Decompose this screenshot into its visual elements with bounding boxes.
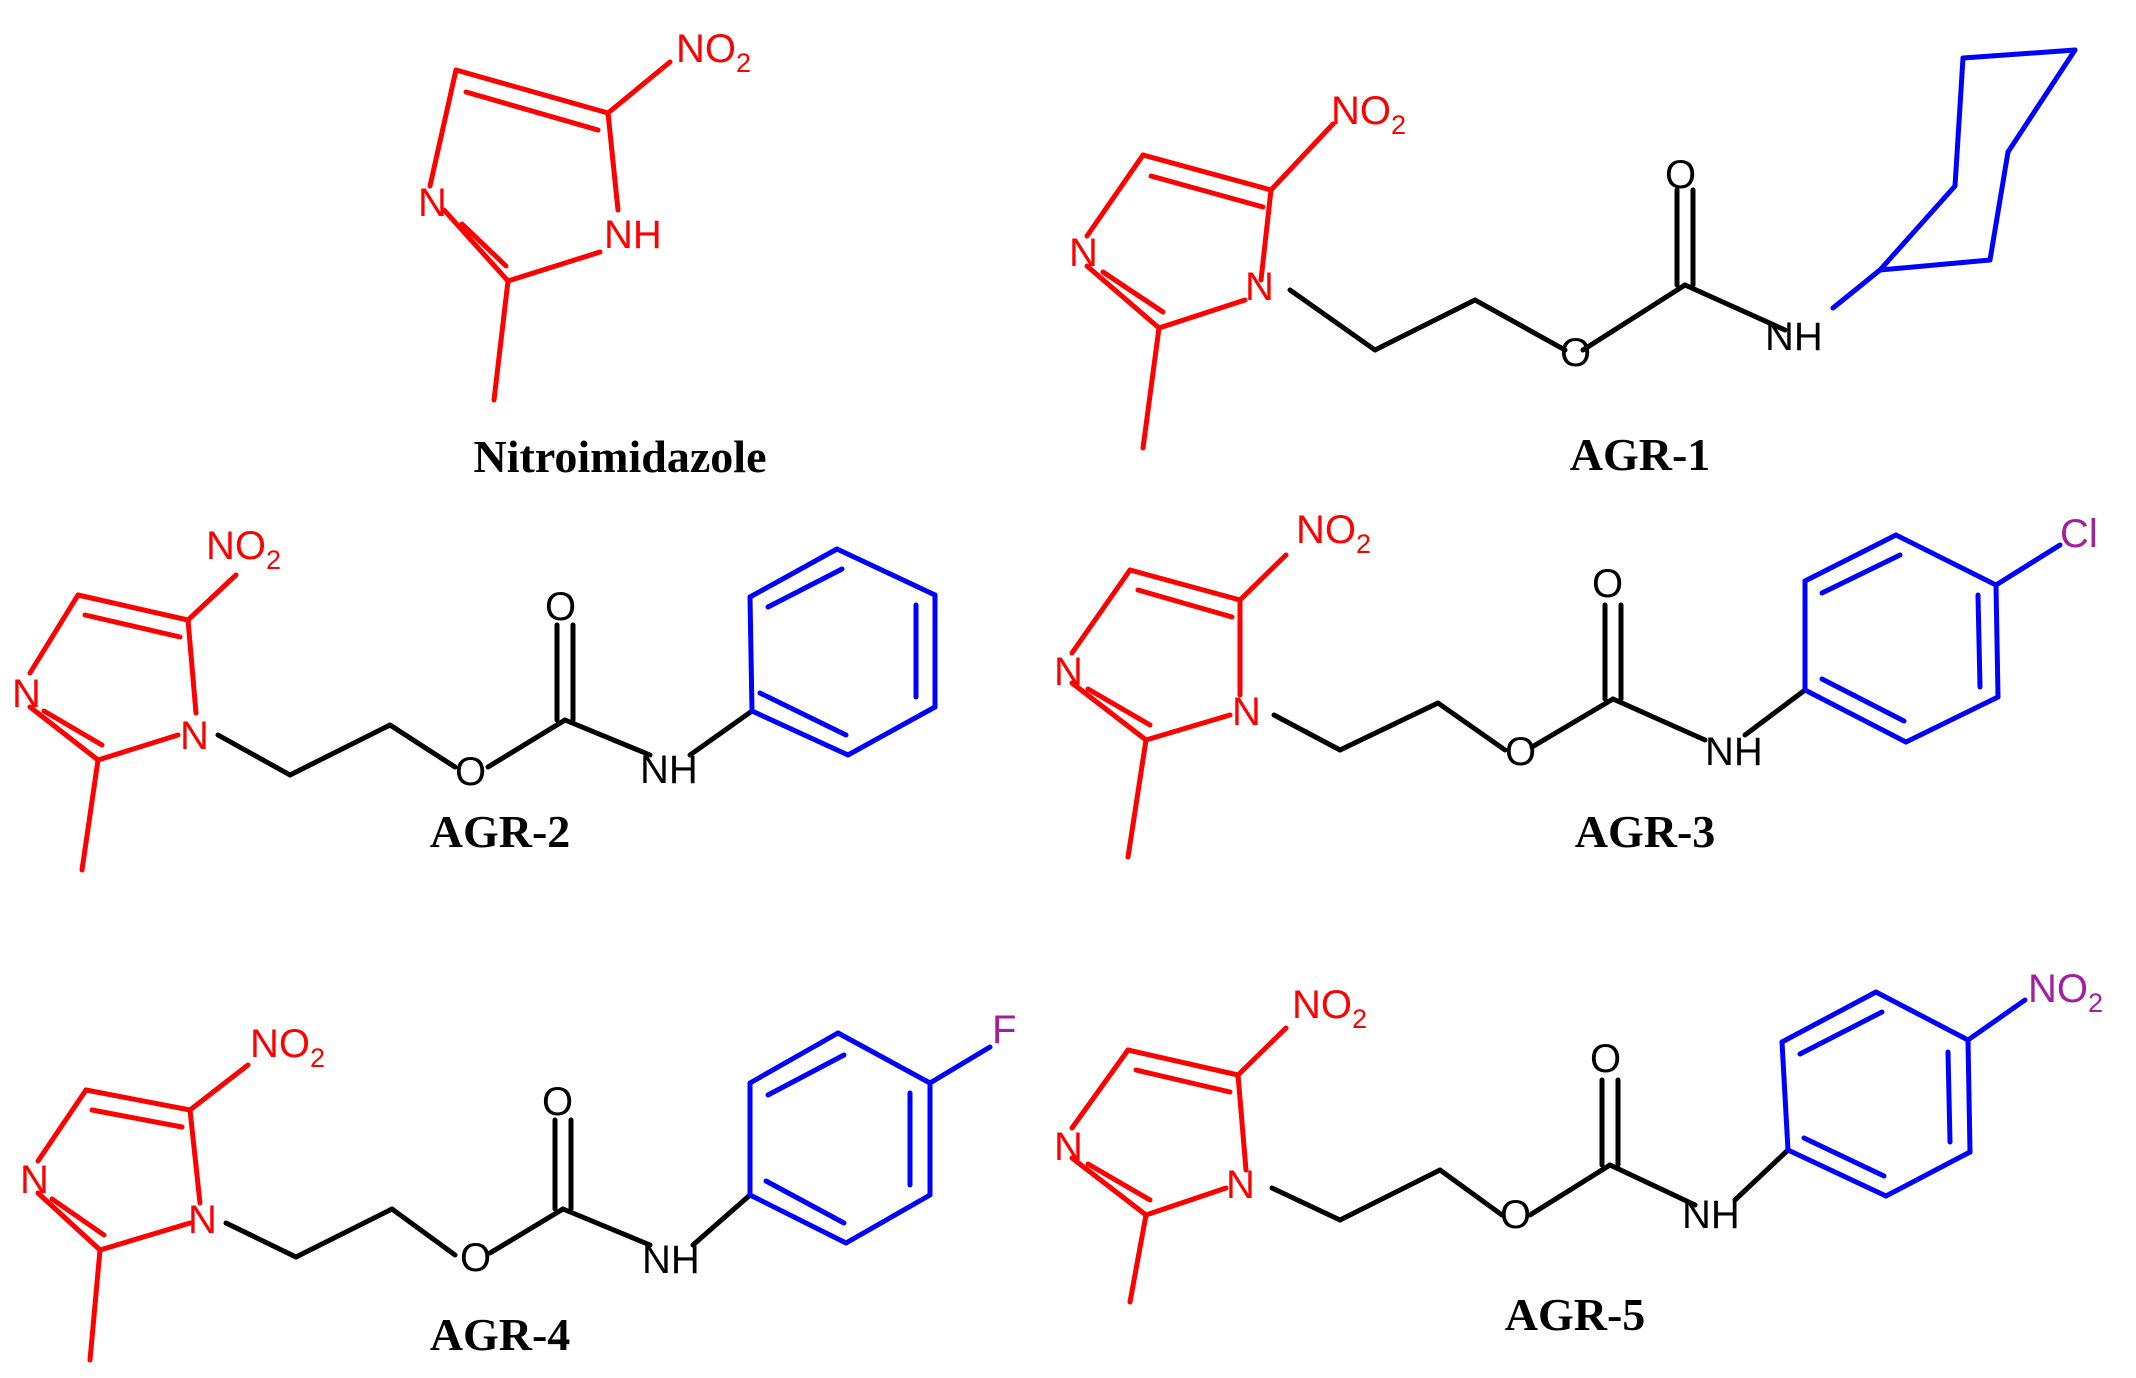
agr2-structure: NO2 N N O O NH AGR-2	[12, 524, 938, 873]
aryl-nitro-label: NO2	[2028, 967, 2103, 1018]
imidazole-ring-bonds	[427, 59, 673, 403]
imidazole-ring-bonds	[27, 572, 239, 873]
nitroimidazole-structure: NO2 N NH Nitroimidazole	[418, 27, 766, 482]
nitro-group-label: NO2	[250, 1022, 325, 1073]
nitro-group-label: NO2	[676, 27, 751, 78]
carbonyl-oxygen-label: O	[542, 1080, 573, 1124]
imidazole-ring-bonds	[1069, 552, 1289, 860]
agr4-structure: NO2 N N O O NH F AGR-4	[20, 1008, 1016, 1363]
ring-n1-label: N	[1226, 1163, 1255, 1207]
fluorine-label: F	[992, 1008, 1016, 1052]
ring-n1-label: N	[180, 714, 209, 758]
nitrophenyl-ring-bonds	[1779, 989, 2028, 1199]
caption-agr-4: AGR-4	[430, 1309, 571, 1360]
ring-nitrogen-label: N	[20, 1158, 49, 1202]
ring-n1-label: N	[1245, 265, 1274, 309]
amide-nh-label: NH	[1705, 730, 1763, 774]
ring-n1-label: N	[188, 1198, 217, 1242]
ester-oxygen-label: O	[1505, 730, 1536, 774]
agr3-structure: NO2 N N O O NH Cl AGR-3	[1054, 508, 2098, 860]
agr1-structure: NO2 N N O O NH AGR-1	[1069, 47, 2078, 480]
ring-nitrogen-label: N	[418, 181, 447, 225]
ring-nitrogen-label: N	[1054, 650, 1083, 694]
caption-agr-5: AGR-5	[1505, 1289, 1646, 1340]
ring-nitrogen-label: N	[1069, 231, 1098, 275]
caption-agr-3: AGR-3	[1575, 806, 1716, 857]
amide-nh-label: NH	[642, 1238, 700, 1282]
nitro-group-label: NO2	[1292, 983, 1367, 1034]
fluorophenyl-ring-bonds	[747, 1030, 993, 1246]
imidazole-ring-bonds	[1084, 121, 1336, 451]
carbonyl-oxygen-label: O	[545, 585, 576, 629]
nitro-group-label: NO2	[1296, 508, 1371, 559]
carbonyl-oxygen-label: O	[1592, 562, 1623, 606]
imidazole-ring-bonds	[1069, 1025, 1289, 1305]
nitro-group-label: NO2	[206, 524, 281, 575]
ester-oxygen-label: O	[1500, 1193, 1531, 1237]
amide-nh-label: NH	[1765, 315, 1823, 359]
ester-oxygen-label: O	[1560, 331, 1591, 375]
cyclohexyl-ring-bonds	[1830, 47, 2078, 311]
chlorine-label: Cl	[2060, 512, 2098, 556]
carbamate-linker-bonds	[1287, 187, 1788, 353]
amide-nh-label: NH	[640, 748, 698, 792]
imidazole-ring-bonds	[35, 1062, 251, 1363]
agr5-structure: NO2 N N O O NH NO2 AGR-5	[1054, 967, 2103, 1340]
ester-oxygen-label: O	[460, 1236, 491, 1280]
carbonyl-oxygen-label: O	[1665, 153, 1696, 197]
carbamate-linker-bonds	[1269, 1077, 1791, 1223]
ring-nitrogen-label: N	[12, 672, 41, 716]
carbamate-linker-bonds	[215, 622, 755, 778]
ring-nitrogen-label: N	[1054, 1125, 1083, 1169]
carbonyl-oxygen-label: O	[1590, 1037, 1621, 1081]
caption-agr-1: AGR-1	[1570, 429, 1711, 480]
phenyl-ring-bonds	[747, 546, 938, 758]
nitro-group-label: NO2	[1331, 89, 1406, 140]
ring-n1-label: N	[1232, 690, 1261, 734]
ester-oxygen-label: O	[455, 750, 486, 794]
caption-agr-2: AGR-2	[430, 806, 571, 857]
carbamate-linker-bonds	[223, 1117, 753, 1260]
carbamate-linker-bonds	[1271, 602, 1808, 753]
caption-nitroimidazole: Nitroimidazole	[474, 431, 767, 482]
ring-nh-label: NH	[604, 213, 662, 257]
amide-nh-label: NH	[1682, 1193, 1740, 1237]
chlorophenyl-ring-bonds	[1802, 532, 2063, 745]
